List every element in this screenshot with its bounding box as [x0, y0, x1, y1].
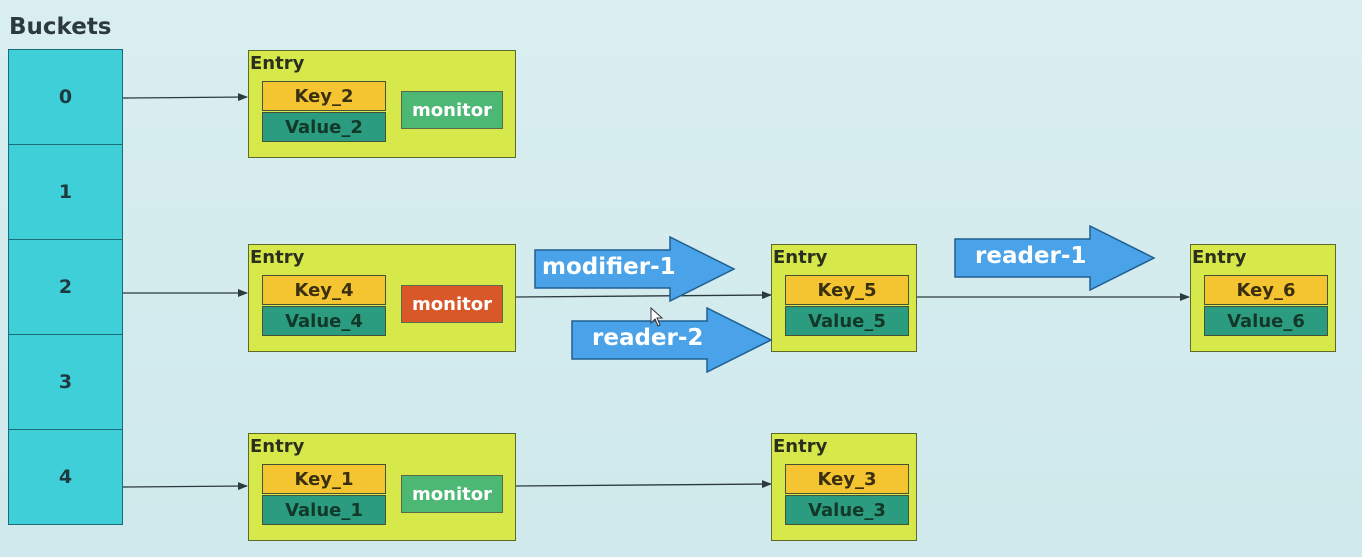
monitor-idle: monitor [401, 91, 503, 129]
thread-label: reader-1 [975, 243, 1087, 269]
entry-key6: Entry Key_6 Value_6 [1190, 244, 1336, 352]
entry-value: Value_5 [785, 306, 909, 336]
entry-key1: Entry Key_1 Value_1 monitor [248, 433, 516, 541]
entry-key: Key_3 [785, 464, 909, 494]
entry-value: Value_4 [262, 306, 386, 336]
thread-arrow-modifier-1: modifier-1 [534, 236, 736, 302]
diagram-title: Buckets [9, 14, 112, 40]
entry-key: Key_5 [785, 275, 909, 305]
entry-label: Entry [250, 436, 305, 457]
thread-label: modifier-1 [542, 254, 676, 280]
entry-key: Key_2 [262, 81, 386, 111]
entry-key: Key_6 [1204, 275, 1328, 305]
bucket-4: 4 [8, 429, 123, 525]
entry-label: Entry [773, 436, 828, 457]
link-entry1-entry3 [515, 480, 772, 489]
entry-key: Key_1 [262, 464, 386, 494]
bucket-1: 1 [8, 144, 123, 240]
arrow-shape-icon [571, 307, 773, 373]
thread-arrow-reader-1: reader-1 [954, 225, 1156, 291]
bucket-array: 0 1 2 3 4 [8, 49, 123, 525]
entry-key2: Entry Key_2 Value_2 monitor [248, 50, 516, 158]
entry-value: Value_1 [262, 495, 386, 525]
entry-key4: Entry Key_4 Value_4 monitor [248, 244, 516, 352]
entry-value: Value_3 [785, 495, 909, 525]
bucket-0: 0 [8, 49, 123, 145]
thread-label: reader-2 [592, 325, 704, 351]
entry-label: Entry [1192, 247, 1247, 268]
thread-arrow-reader-2: reader-2 [571, 307, 773, 373]
bucket-3: 3 [8, 334, 123, 430]
entry-key3: Entry Key_3 Value_3 [771, 433, 917, 541]
monitor-locked: monitor [401, 285, 503, 323]
bucket-2: 2 [8, 239, 123, 335]
entry-key5: Entry Key_5 Value_5 [771, 244, 917, 352]
link-bucket0-entry2 [122, 93, 248, 102]
entry-value: Value_2 [262, 112, 386, 142]
entry-label: Entry [250, 53, 305, 74]
arrow-shape-icon [954, 225, 1156, 291]
entry-value: Value_6 [1204, 306, 1328, 336]
entry-label: Entry [250, 247, 305, 268]
entry-key: Key_4 [262, 275, 386, 305]
link-bucket4-entry1 [122, 482, 248, 491]
link-entry4-entry5 [515, 291, 772, 300]
arrow-shape-icon [534, 236, 736, 302]
entry-label: Entry [773, 247, 828, 268]
mouse-cursor-icon [650, 307, 664, 327]
monitor-idle: monitor [401, 475, 503, 513]
